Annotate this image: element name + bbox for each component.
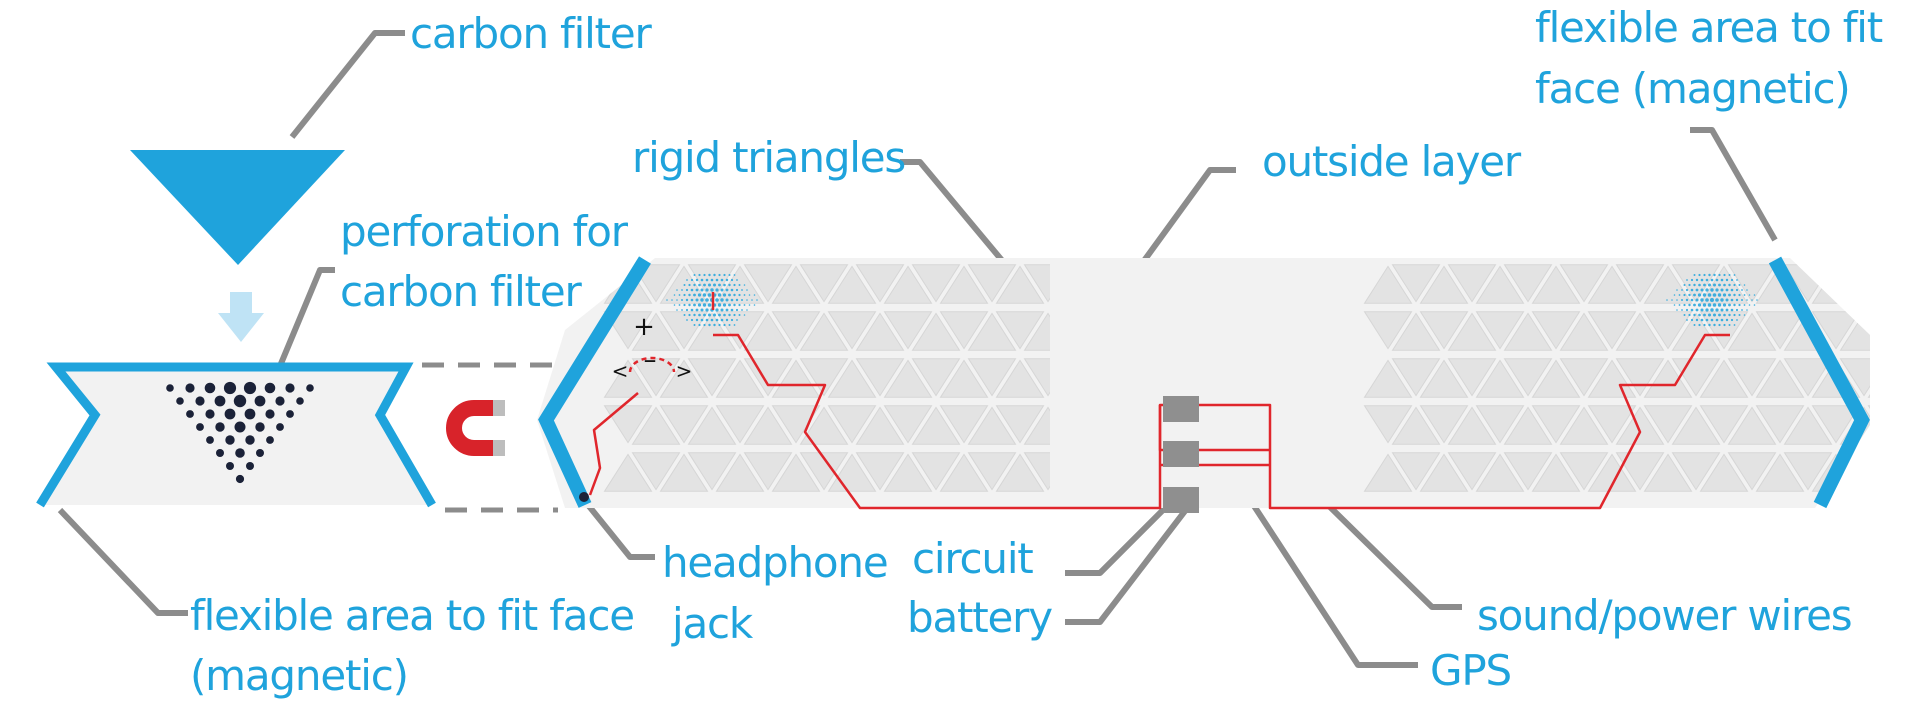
leader-headphone bbox=[577, 493, 655, 560]
left-flexible-piece bbox=[36, 362, 436, 508]
label-flex-left-line1: flexible area to fit face bbox=[190, 591, 634, 640]
label-flex-right-line2: face (magnetic) bbox=[1535, 64, 1850, 113]
leader-battery bbox=[1065, 505, 1191, 625]
battery-module bbox=[1163, 487, 1199, 513]
volume-controls: + – < > bbox=[612, 312, 693, 383]
leader-lines bbox=[57, 30, 1778, 668]
perforation-dots bbox=[166, 381, 314, 484]
down-arrow-icon bbox=[218, 292, 264, 342]
speaker-perforation-dots bbox=[666, 273, 1758, 327]
leader-flex-right bbox=[1690, 127, 1778, 242]
inverted-triangle-filter-icon bbox=[130, 150, 345, 265]
volume-minus-label: – bbox=[644, 345, 657, 375]
label-perforation-line1: perforation for bbox=[340, 207, 629, 256]
leader-flex-left bbox=[57, 507, 188, 616]
track-left-label: < bbox=[612, 359, 629, 383]
right-flexible-edge bbox=[1768, 256, 1870, 509]
track-right-label: > bbox=[676, 359, 693, 383]
label-flex-left-line2: (magnetic) bbox=[190, 651, 408, 700]
label-circuit: circuit bbox=[912, 534, 1033, 583]
label-outside-layer: outside layer bbox=[1262, 137, 1522, 186]
horseshoe-magnet-icon bbox=[446, 400, 505, 456]
leader-perforation bbox=[267, 267, 335, 392]
left-flexible-edge bbox=[538, 256, 651, 508]
leader-sound-power bbox=[1327, 504, 1462, 610]
label-headphone-line2: jack bbox=[671, 599, 754, 648]
gps-module bbox=[1163, 396, 1199, 422]
volume-plus-label: + bbox=[633, 312, 655, 342]
dashed-connectors bbox=[422, 362, 558, 513]
electronics-modules bbox=[1163, 396, 1199, 513]
headphone-jack-dot bbox=[579, 492, 589, 502]
sound-power-wires bbox=[588, 292, 1730, 510]
label-carbon-filter: carbon filter bbox=[410, 9, 652, 58]
leader-carbon-filter bbox=[289, 30, 405, 139]
leader-circuit bbox=[1065, 482, 1191, 576]
leader-outside-layer bbox=[1127, 167, 1236, 282]
label-sound-power: sound/power wires bbox=[1477, 591, 1851, 640]
label-flex-right-line1: flexible area to fit bbox=[1535, 3, 1883, 52]
label-gps: GPS bbox=[1430, 646, 1511, 695]
rigid-triangle-grid-left bbox=[603, 264, 1050, 492]
label-perforation-line2: carbon filter bbox=[340, 267, 582, 316]
leader-rigid-triangles bbox=[900, 159, 1013, 272]
label-headphone-line1: headphone bbox=[662, 538, 888, 587]
circuit-module bbox=[1163, 441, 1199, 467]
label-battery: battery bbox=[907, 593, 1052, 642]
label-rigid-triangles: rigid triangles bbox=[632, 133, 905, 182]
main-mask-panel bbox=[537, 256, 1870, 509]
labels: carbon filter perforation for carbon fil… bbox=[190, 3, 1884, 700]
